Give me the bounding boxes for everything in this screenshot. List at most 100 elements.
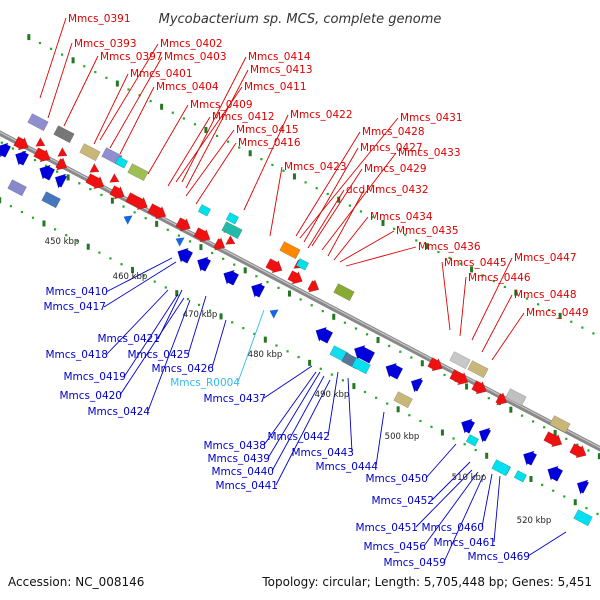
tick-mark <box>558 312 562 319</box>
reverse-gene-leader-line <box>327 371 339 437</box>
reverse-gene-arrow <box>197 256 212 272</box>
forward-gene-block <box>127 163 149 182</box>
tick-mark <box>266 280 269 284</box>
tick-mark <box>341 379 345 382</box>
forward-gene-arrow <box>85 173 105 190</box>
forward-gene-leader-line <box>39 17 67 99</box>
reverse-gene-label: Mmcs_0456 <box>363 541 426 553</box>
forward-gene-label: Mmcs_0445 <box>444 257 507 269</box>
tick-mark <box>348 204 351 207</box>
tick-mark <box>171 111 174 114</box>
forward-gene-leader-line <box>295 131 361 237</box>
tick-mark <box>485 452 489 459</box>
tick-mark <box>474 448 477 452</box>
reverse-gene-label: Mmcs_0469 <box>467 551 530 563</box>
forward-gene-label: Mmcs_0429 <box>364 163 427 175</box>
forward-gene-label: Mmcs_0435 <box>396 225 459 237</box>
reverse-gene-leader-line <box>481 473 493 528</box>
reverse-gene-label: Mmcs_0410 <box>45 286 108 298</box>
tick-mark <box>393 227 396 230</box>
tick-mark <box>233 263 236 266</box>
reverse-gene-leader-line <box>423 471 479 547</box>
tick-mark <box>153 280 156 283</box>
tick-mark <box>287 290 291 297</box>
forward-gene-leader-line <box>459 276 467 337</box>
forward-gene-arrow <box>147 203 167 220</box>
tick-mark <box>277 286 280 289</box>
reverse-gene-block <box>393 391 413 409</box>
forward-gene-label: Mmcs_0403 <box>164 51 227 63</box>
forward-cyan-block <box>197 204 212 217</box>
gene-features <box>0 113 593 527</box>
tick-mark <box>487 397 490 400</box>
reverse-gene-leader-line <box>493 475 501 543</box>
tick-mark <box>509 406 513 413</box>
tick-mark <box>33 158 37 162</box>
forward-gene-leader-line <box>147 104 189 175</box>
forward-gene-arrow <box>55 157 68 171</box>
forward-gene-arrow <box>35 137 46 147</box>
reverse-gene-arrow <box>461 418 476 434</box>
forward-gene-leader-line <box>333 216 369 261</box>
tick-mark <box>164 286 167 289</box>
tick-mark <box>208 309 212 312</box>
tick-mark <box>399 350 402 353</box>
forward-gene-arrow <box>449 369 469 386</box>
tick-mark <box>297 356 300 359</box>
forward-gene-leader-line <box>471 257 513 341</box>
reverse-gene-label: Mmcs_0451 <box>355 522 418 534</box>
forward-gene-label: Mmcs_0416 <box>238 137 301 149</box>
forward-gene-label: Mmcs_0431 <box>400 112 463 124</box>
tick-mark <box>448 256 451 259</box>
forward-gene-block <box>333 283 355 302</box>
reverse-gene-label: Mmcs_0460 <box>421 522 484 534</box>
forward-gene-leader-line <box>243 114 289 211</box>
tick-mark <box>263 336 267 343</box>
forward-cyan-block <box>465 434 480 447</box>
reverse-gene-leader-line <box>211 319 227 369</box>
reverse-gene-arrow <box>353 344 376 364</box>
tick-mark <box>415 239 418 242</box>
tick-mark <box>408 414 411 417</box>
tick-mark <box>310 304 313 307</box>
reverse-gene-leader-line <box>271 375 325 472</box>
tick-mark <box>420 360 424 367</box>
reverse-gene-arrow <box>547 465 564 482</box>
reverse-gene-leader-line <box>527 531 567 557</box>
tick-mark <box>76 239 79 243</box>
reverse-gene-label: Mmcs_0439 <box>207 453 270 465</box>
forward-gene-leader-line <box>327 189 365 257</box>
forward-gene-leader-line <box>119 86 155 155</box>
tick-mark <box>443 373 446 377</box>
tick-mark <box>581 326 584 329</box>
tick-mark <box>470 266 474 273</box>
tick-mark <box>553 429 557 436</box>
tick-mark <box>286 350 289 353</box>
forward-gene-leader-line <box>93 73 129 145</box>
forward-gene-label: Mmcs_0427 <box>360 142 423 154</box>
tick-mark <box>155 220 159 227</box>
tick-mark <box>359 210 363 213</box>
tick-mark <box>525 297 529 300</box>
tick-mark <box>133 211 136 214</box>
tick-mark <box>388 344 391 348</box>
tick-mark <box>219 313 223 320</box>
reverse-gene-label: Mmcs_0450 <box>365 473 428 485</box>
reverse-gene-arrow <box>15 150 30 166</box>
reverse-gene-label: Mmcs_0420 <box>59 390 122 402</box>
forward-gene-arrow <box>265 258 283 274</box>
tick-mark <box>49 47 53 50</box>
tick-mark <box>304 181 307 184</box>
reverse-gene-leader-line <box>103 261 177 308</box>
tick-mark <box>83 65 86 68</box>
tick-mark <box>204 127 208 134</box>
reverse-gene-label: Mmcs_0438 <box>203 440 266 452</box>
tick-mark <box>255 275 258 278</box>
tick-mark <box>440 429 444 436</box>
tick-mark <box>78 182 81 185</box>
tick-mark <box>459 262 462 265</box>
label-leaders <box>39 17 567 563</box>
rna-gene-label: Mmcs_R0004 <box>170 377 240 389</box>
tick-mark <box>548 309 551 312</box>
